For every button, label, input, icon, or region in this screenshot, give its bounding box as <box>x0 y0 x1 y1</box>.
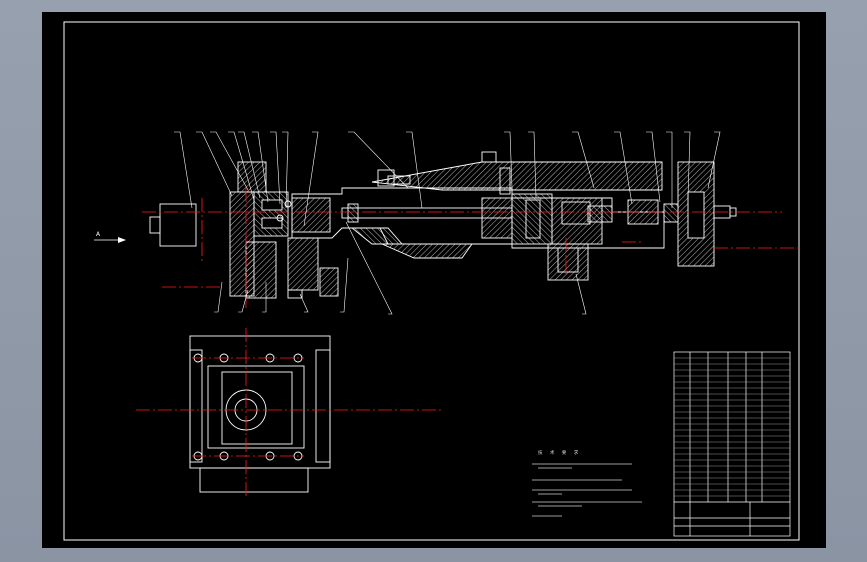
title-block <box>673 351 791 537</box>
technical-requirements: 技 术 要 求 <box>532 449 642 517</box>
sheet-border <box>63 21 800 541</box>
parts-list-rows <box>674 357 790 497</box>
motor-block <box>159 203 197 247</box>
cad-viewport[interactable]: A <box>42 12 826 548</box>
end-view <box>189 335 331 493</box>
support-bracket <box>245 241 277 299</box>
leader-lines <box>174 131 721 315</box>
technical-requirements-title: 技 术 要 求 <box>538 449 581 456</box>
bottom-lug <box>547 243 589 281</box>
direction-label: A <box>96 231 101 238</box>
section-view <box>149 151 737 299</box>
assembly-drawing: A <box>63 21 802 541</box>
center-lines <box>142 188 802 308</box>
bearing-stack <box>253 191 289 237</box>
view-direction-arrow: A <box>94 231 126 243</box>
nut-housing <box>481 197 513 239</box>
end-view-center-lines <box>136 328 442 498</box>
